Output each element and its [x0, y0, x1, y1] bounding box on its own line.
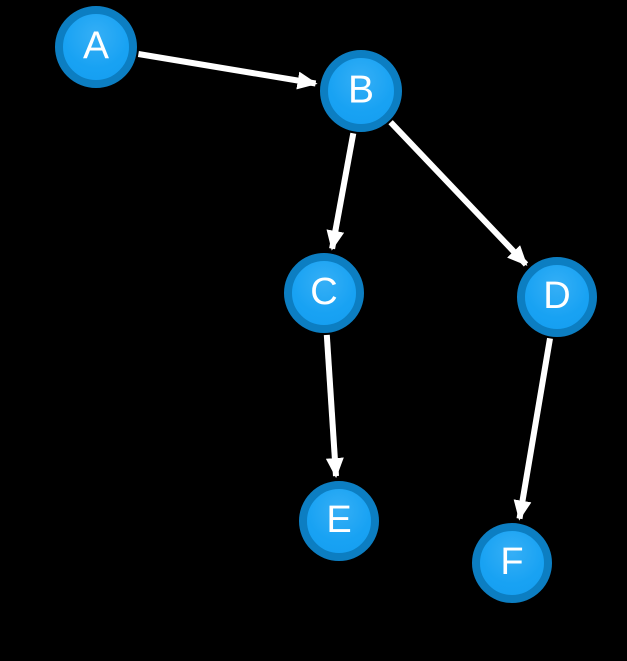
node-B[interactable]: B: [320, 50, 402, 132]
node-F[interactable]: F: [472, 523, 552, 603]
node-E[interactable]: E: [299, 481, 379, 561]
node-A[interactable]: A: [55, 6, 137, 88]
node-D[interactable]: D: [517, 257, 597, 337]
node-circle-F[interactable]: [472, 523, 552, 603]
node-circle-E[interactable]: [299, 481, 379, 561]
edge-A-B: [137, 51, 318, 90]
edges-layer: [137, 51, 553, 521]
edge-D-F: [513, 337, 553, 521]
node-circle-C[interactable]: [284, 253, 364, 333]
node-circle-A[interactable]: [55, 6, 137, 88]
edge-C-E: [323, 334, 344, 479]
node-circle-D[interactable]: [517, 257, 597, 337]
edge-B-D: [388, 120, 529, 267]
node-C[interactable]: C: [284, 253, 364, 333]
node-circle-B[interactable]: [320, 50, 402, 132]
edge-B-C: [326, 132, 357, 251]
nodes-layer: A B C D E F: [55, 6, 597, 603]
